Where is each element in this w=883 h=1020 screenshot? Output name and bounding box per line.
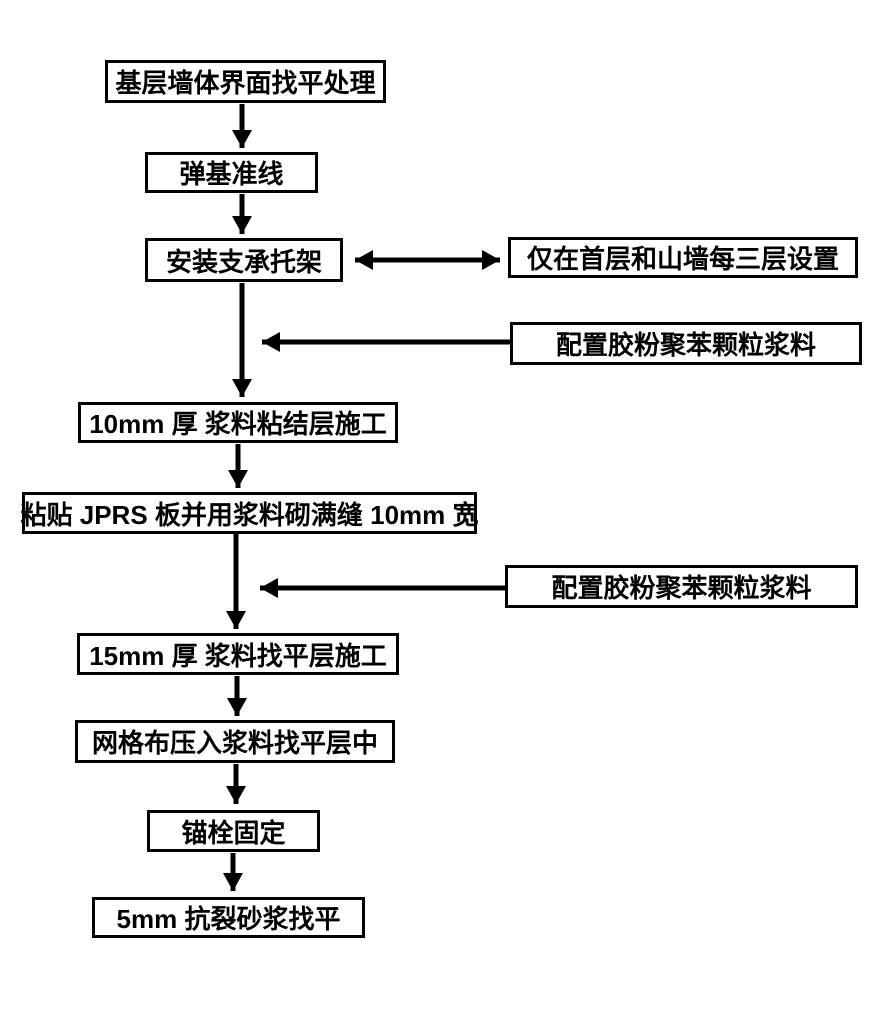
node-paste-jprs-board: 粘贴 JPRS 板并用浆料砌满缝 10mm 宽 (21, 492, 479, 534)
node-base-wall-treatment: 基层墙体界面找平处理 (105, 60, 386, 103)
node-anchor-bolt-fixing: 锚栓固定 (147, 810, 320, 852)
note-prepare-polystyrene-slurry-1: 配置胶粉聚苯颗粒浆料 (510, 322, 862, 365)
node-snap-reference-line: 弹基准线 (145, 152, 318, 193)
node-bonding-layer-construction: 10mm 厚 浆料粘结层施工 (78, 402, 398, 443)
node-press-mesh-into-leveling-layer: 网格布压入浆料找平层中 (75, 720, 395, 763)
node-leveling-layer-construction: 15mm 厚 浆料找平层施工 (77, 633, 399, 675)
note-prepare-polystyrene-slurry-2: 配置胶粉聚苯颗粒浆料 (505, 565, 858, 608)
node-crack-resistant-mortar-leveling: 5mm 抗裂砂浆找平 (92, 897, 365, 938)
note-bracket-placement: 仅在首层和山墙每三层设置 (508, 237, 858, 278)
node-install-support-bracket: 安装支承托架 (145, 238, 343, 282)
